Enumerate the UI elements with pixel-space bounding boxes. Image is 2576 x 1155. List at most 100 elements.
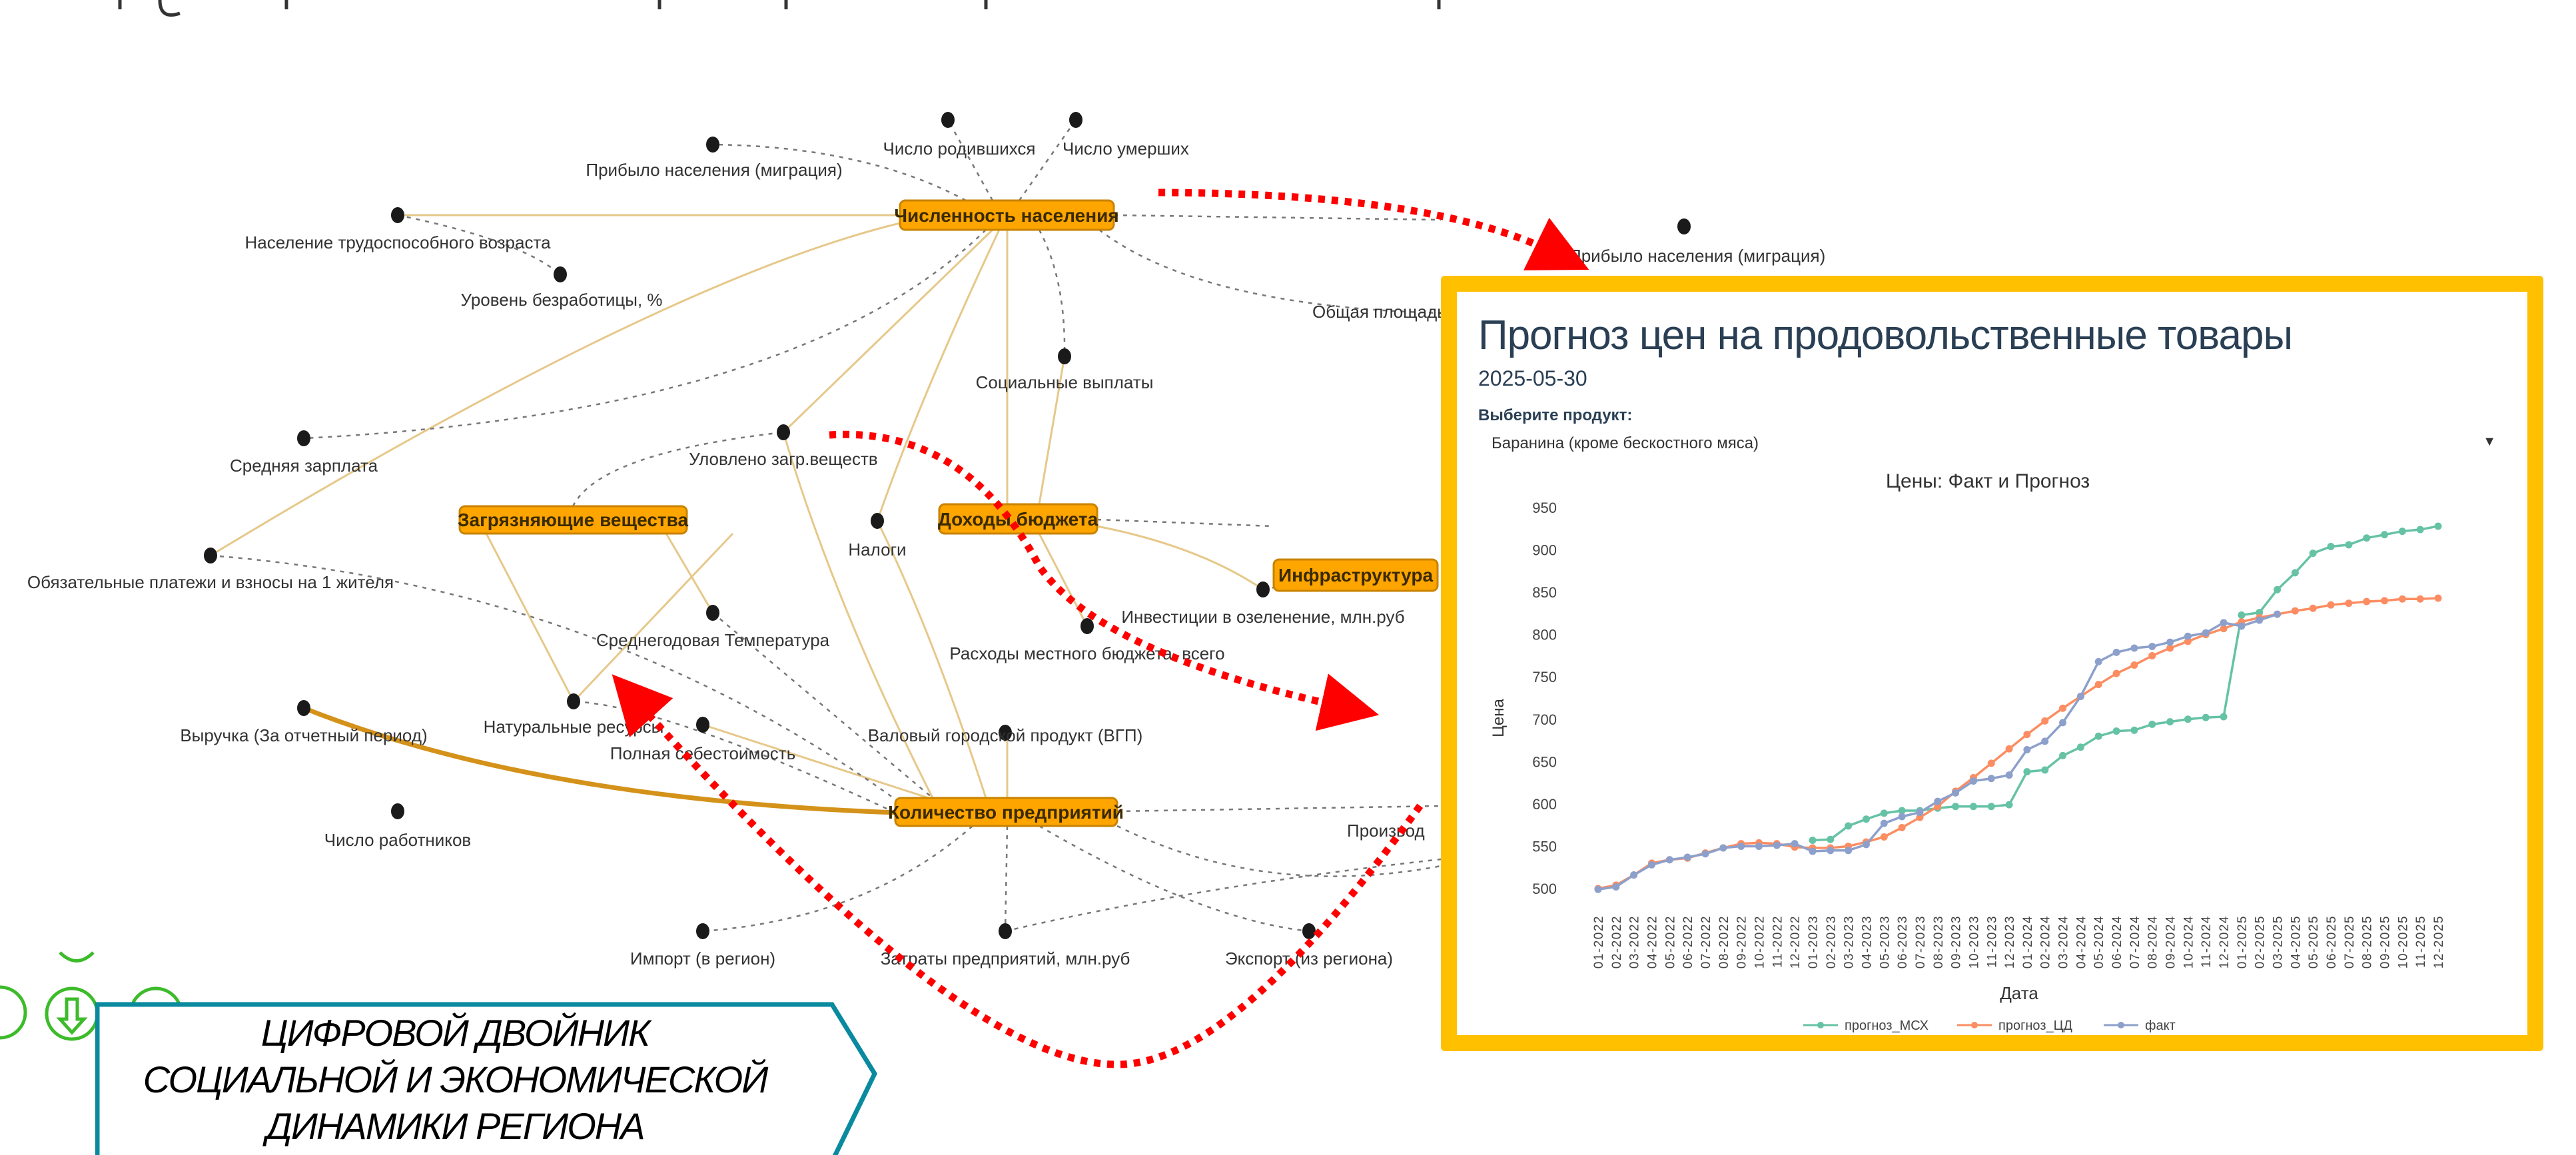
- x-tick-label: 09-2024: [2164, 915, 2178, 968]
- node-label[interactable]: Общая площадь: [1312, 302, 1446, 322]
- red-annotation-arrows: [612, 189, 1589, 1068]
- data-point: [2041, 717, 2049, 725]
- data-point: [2416, 595, 2424, 603]
- data-point: [2112, 648, 2120, 656]
- data-point: [2041, 737, 2049, 745]
- y-axis-label: Цена: [1490, 698, 1507, 737]
- x-tick-label: 04-2023: [1860, 915, 1874, 968]
- node-label[interactable]: Валовый городской продукт (ВГП): [868, 725, 1143, 745]
- data-point: [2005, 745, 2013, 753]
- node-label[interactable]: Полная себестоимость: [610, 743, 795, 763]
- data-point: [2238, 611, 2246, 619]
- svg-text:Загрязняющие вещества: Загрязняющие вещества: [458, 510, 688, 530]
- x-tick-label: 05-2022: [1663, 915, 1677, 968]
- data-point: [2130, 644, 2138, 652]
- data-point: [2363, 597, 2371, 605]
- x-tick-label: 02-2023: [1825, 915, 1839, 968]
- series-line-прогноз_МСХ: [1812, 525, 2439, 842]
- data-point: [1809, 847, 1817, 855]
- data-point: [1862, 841, 1870, 849]
- data-point: [2381, 531, 2389, 539]
- node-pollutants[interactable]: Загрязняющие вещества: [458, 505, 688, 535]
- data-point: [1755, 842, 1763, 850]
- data-point: [1647, 861, 1655, 869]
- x-tick-label: 05-2023: [1878, 915, 1892, 968]
- banner-line: СОЦИАЛЬНОЙ И ЭКОНОМИЧЕСКОЙ: [143, 1058, 769, 1100]
- node-label[interactable]: Натуральные ресурсы: [484, 717, 664, 737]
- y-tick-label: 650: [1532, 753, 1557, 770]
- y-tick-label: 550: [1532, 838, 1557, 855]
- data-point: [2184, 637, 2192, 645]
- node-infrastructure[interactable]: Инфраструктура: [1272, 558, 1439, 592]
- data-point: [2256, 616, 2264, 624]
- x-tick-label: 09-2025: [2379, 915, 2393, 968]
- legend-item[interactable]: факт: [2104, 1018, 2176, 1033]
- graph-edges: [210, 119, 1442, 933]
- data-point: [1880, 809, 1888, 817]
- data-point: [1898, 823, 1906, 831]
- x-tick-label: 01-2024: [2021, 915, 2035, 968]
- data-point: [2309, 604, 2317, 612]
- node-label[interactable]: Социальные выплаты: [976, 372, 1154, 392]
- node-label[interactable]: Средняя зарплата: [230, 456, 378, 476]
- node-label[interactable]: Экспорт (из региона): [1225, 949, 1393, 968]
- node-label[interactable]: Прибыло населения (миграция): [1569, 246, 1825, 266]
- node-population[interactable]: Численность населения: [894, 199, 1119, 231]
- node-label[interactable]: Выручка (За отчетный период): [180, 725, 427, 745]
- x-tick-label: 01-2025: [2236, 915, 2250, 968]
- data-point: [2130, 726, 2138, 734]
- node-label[interactable]: Импорт (в регион): [630, 949, 775, 968]
- zoom-out-icon[interactable]: [59, 951, 95, 962]
- data-point: [1719, 844, 1727, 852]
- caret-down-icon[interactable]: ▼: [2483, 434, 2496, 449]
- node-budget-income[interactable]: Доходы бюджета: [938, 503, 1098, 535]
- data-point: [2148, 651, 2156, 659]
- node-label[interactable]: Число умерших: [1063, 139, 1189, 159]
- node-label[interactable]: Население трудоспособного возраста: [244, 232, 551, 252]
- legend-marker: [2118, 1022, 2124, 1028]
- node-label[interactable]: Расходы местного бюджета, всего: [949, 643, 1224, 663]
- node-label[interactable]: Налоги: [848, 540, 906, 560]
- node-label[interactable]: Уровень безработицы, %: [460, 290, 662, 310]
- data-point: [2434, 594, 2442, 602]
- legend-item[interactable]: прогноз_МСХ: [1803, 1018, 1929, 1033]
- y-tick-label: 900: [1532, 542, 1557, 559]
- x-axis-label: Дата: [2000, 983, 2038, 1003]
- product-select-label: Выберите продукт:: [1478, 406, 1633, 424]
- node-label[interactable]: Обязательные платежи и взносы на 1 жител…: [27, 572, 394, 592]
- legend-label: прогноз_ЦД: [1998, 1018, 2072, 1033]
- x-tick-label: 11-2025: [2414, 915, 2428, 968]
- data-point: [1862, 815, 1870, 823]
- legend-item[interactable]: прогноз_ЦД: [1957, 1018, 2072, 1033]
- data-point: [2327, 542, 2335, 550]
- node-label[interactable]: Инвестиции в озеленение, млн.руб: [1121, 607, 1404, 627]
- node-label[interactable]: Затраты предприятий, млн.руб: [881, 949, 1130, 968]
- node-label[interactable]: Уловлено загр.веществ: [689, 449, 877, 469]
- node-label[interactable]: Прибыло населения (миграция): [586, 160, 842, 180]
- node-label[interactable]: Число родившихся: [883, 139, 1035, 159]
- data-point: [2094, 657, 2102, 665]
- graph-labels: Прибыло населения (миграция) Число родив…: [27, 139, 1825, 968]
- x-tick-label: 06-2023: [1896, 915, 1910, 968]
- data-point: [1773, 841, 1781, 849]
- node-label[interactable]: Производ: [1347, 821, 1425, 841]
- data-point: [2184, 715, 2192, 723]
- product-dropdown[interactable]: Баранина (кроме бескостного мяса) ▼: [1478, 425, 2517, 462]
- node-label[interactable]: Число работников: [324, 830, 471, 850]
- x-tick-label: 10-2022: [1753, 915, 1767, 968]
- forecast-panel: Прогноз цен на продовольственные товары …: [1441, 276, 2543, 1051]
- data-point: [1630, 871, 1638, 879]
- data-point: [2274, 585, 2282, 593]
- svg-text:Численность населения: Численность населения: [894, 205, 1118, 226]
- data-point: [1916, 813, 1924, 821]
- node-enterprises[interactable]: Количество предприятий: [888, 797, 1124, 827]
- x-tick-label: 02-2024: [2039, 915, 2053, 968]
- node-label[interactable]: Среднегодовая Температура: [596, 630, 830, 650]
- price-chart: Цены: Факт и Прогноз Цена Дата 500550600…: [1490, 470, 2446, 1033]
- x-tick-label: 11-2023: [1985, 915, 1999, 968]
- zoom-fit-icon[interactable]: [0, 985, 27, 1040]
- banner-line: ЦИФРОВОЙ ДВОЙНИК: [260, 1012, 650, 1054]
- data-point: [2416, 526, 2424, 534]
- data-point: [2202, 713, 2210, 721]
